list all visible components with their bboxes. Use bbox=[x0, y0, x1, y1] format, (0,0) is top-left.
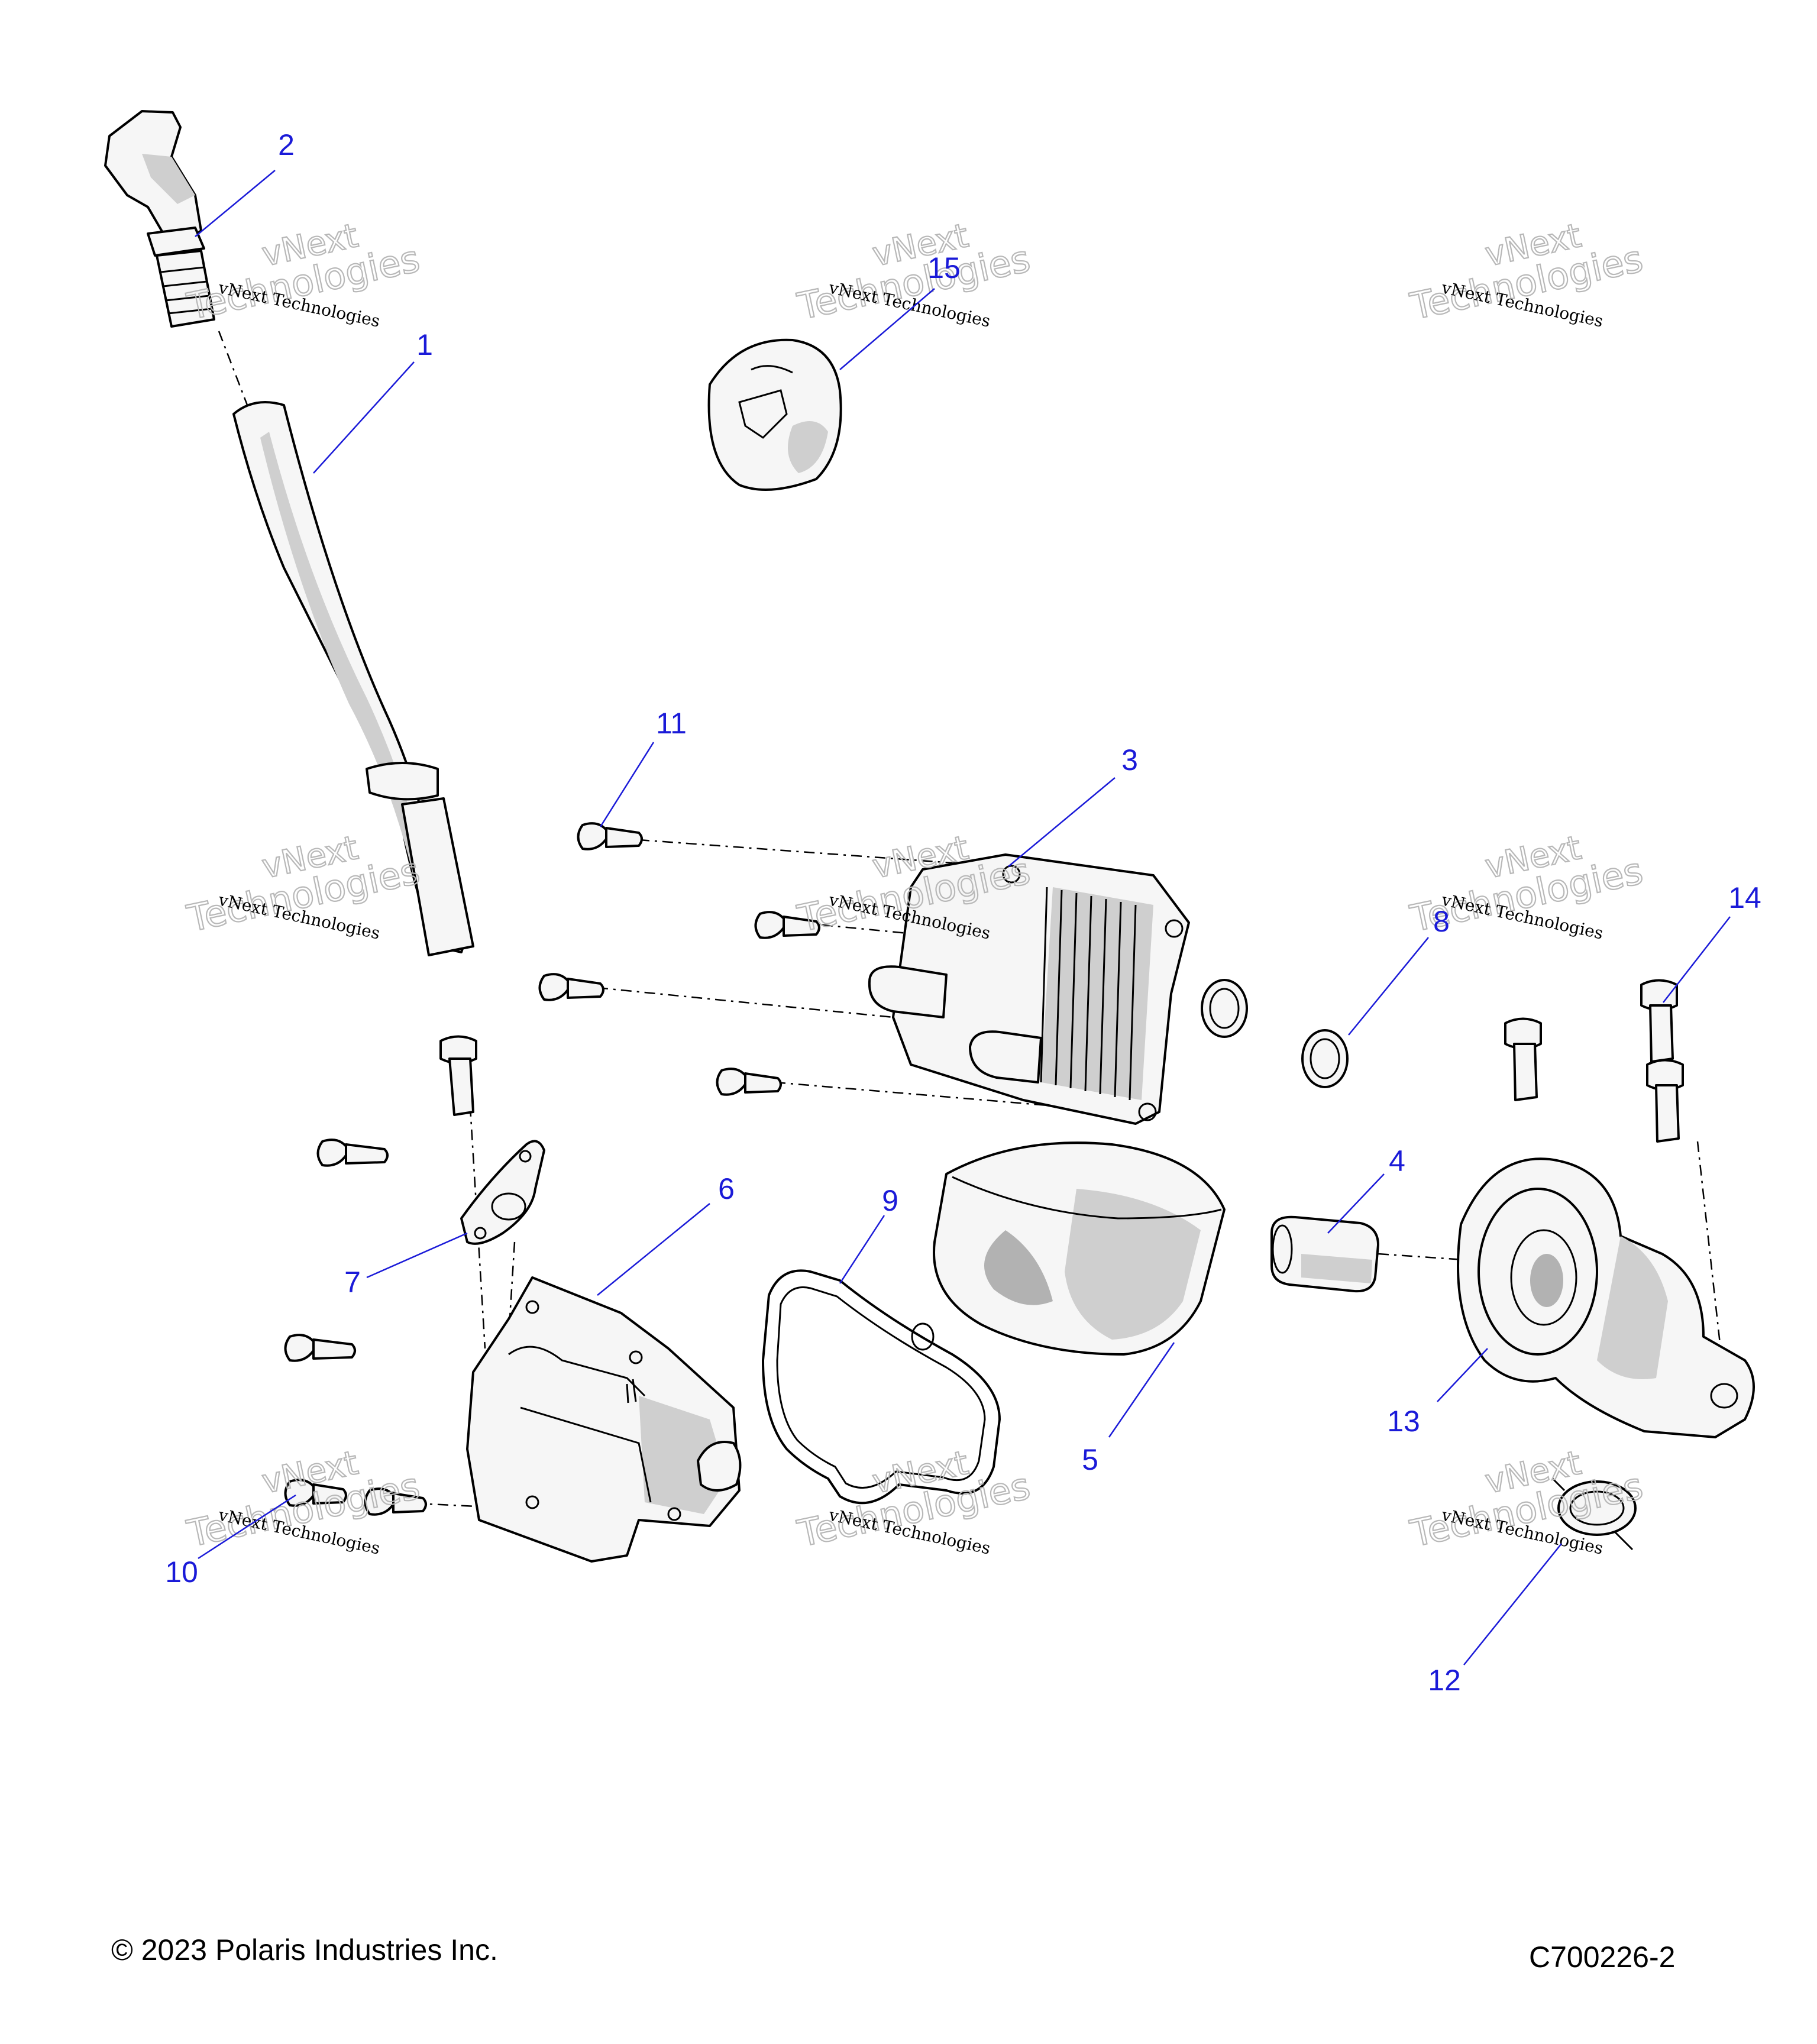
callout-11: 11 bbox=[599, 707, 687, 827]
figure-id: C700226-2 bbox=[1529, 1940, 1676, 1974]
svg-text:12: 12 bbox=[1428, 1664, 1461, 1697]
callout-2: 2 bbox=[195, 128, 295, 237]
callout-1: 1 bbox=[313, 328, 433, 474]
dipstick-handle-part bbox=[104, 110, 215, 328]
svg-text:14: 14 bbox=[1728, 881, 1761, 914]
svg-text:4: 4 bbox=[1389, 1144, 1405, 1178]
callout-10: 10 bbox=[165, 1494, 296, 1589]
watermark: vNext Technologies vNext Technologies bbox=[183, 1443, 424, 1558]
callout-8: 8 bbox=[1348, 905, 1450, 1036]
o-rings bbox=[1201, 979, 1349, 1088]
svg-text:7: 7 bbox=[344, 1266, 361, 1299]
dipstick-tube-part bbox=[232, 401, 474, 956]
cooler-bolt-a bbox=[754, 911, 820, 939]
housing-bolt-left-b bbox=[284, 1334, 356, 1362]
svg-text:11: 11 bbox=[656, 707, 687, 740]
watermark: vNext Technologies vNext Technologies bbox=[793, 216, 1034, 331]
cooler-bolt-b bbox=[538, 973, 604, 1001]
callout-14: 14 bbox=[1663, 881, 1761, 1003]
housing-bolts bbox=[284, 1035, 477, 1516]
watermark: vNext Technologies vNext Technologies bbox=[183, 216, 424, 331]
cooler-bolt-c bbox=[716, 1068, 782, 1096]
small-gasket-part bbox=[460, 1140, 545, 1245]
cooler-bolts bbox=[538, 822, 820, 1096]
housing-bolt-top bbox=[439, 1035, 477, 1116]
svg-text:15: 15 bbox=[927, 251, 961, 284]
svg-text:5: 5 bbox=[1082, 1443, 1098, 1476]
oil-fill-cap-part bbox=[707, 338, 842, 491]
svg-text:1: 1 bbox=[416, 328, 433, 361]
bracket-bolt-b bbox=[1646, 1059, 1684, 1143]
watermark: vNext Technologies vNext Technologies bbox=[1406, 216, 1647, 331]
svg-text:8: 8 bbox=[1433, 905, 1450, 938]
cover-gasket-part bbox=[762, 1269, 1001, 1505]
callout-5: 5 bbox=[1082, 1342, 1175, 1476]
svg-text:13: 13 bbox=[1387, 1405, 1420, 1438]
bolt-14 bbox=[1640, 979, 1678, 1063]
callout-9: 9 bbox=[839, 1184, 898, 1284]
copyright-notice: © 2023 Polaris Industries Inc. bbox=[111, 1933, 498, 1967]
watermarks: vNext Technologies vNext Technologies vN… bbox=[183, 216, 1647, 1558]
callout-13: 13 bbox=[1387, 1348, 1488, 1438]
watermark: vNext Technologies vNext Technologies bbox=[1406, 1443, 1647, 1558]
callout-12: 12 bbox=[1428, 1543, 1562, 1697]
bolt-11 bbox=[577, 822, 643, 850]
callout-15: 15 bbox=[839, 251, 961, 370]
watermark: vNext Technologies vNext Technologies bbox=[183, 828, 424, 943]
cover-housing-part bbox=[466, 1276, 742, 1563]
svg-text:9: 9 bbox=[882, 1184, 898, 1217]
hose-clamp-part bbox=[1551, 1477, 1637, 1551]
watermark: vNext Technologies vNext Technologies bbox=[793, 1443, 1034, 1558]
oil-cooler-part bbox=[868, 853, 1190, 1125]
housing-bolt-bottom bbox=[364, 1487, 427, 1516]
callout-7: 7 bbox=[344, 1232, 468, 1299]
svg-text:2: 2 bbox=[278, 128, 295, 161]
svg-text:3: 3 bbox=[1121, 743, 1138, 777]
bracket-bolts bbox=[1504, 979, 1684, 1143]
callout-4: 4 bbox=[1327, 1144, 1405, 1234]
center-tube-part bbox=[1270, 1215, 1379, 1293]
svg-text:10: 10 bbox=[165, 1555, 198, 1589]
bolt-10 bbox=[284, 1479, 347, 1507]
svg-text:6: 6 bbox=[718, 1172, 735, 1205]
bracket-bolt-a bbox=[1504, 1017, 1542, 1101]
callouts: 1 2 3 4 5 6 7 8 bbox=[165, 128, 1761, 1697]
callout-6: 6 bbox=[597, 1172, 735, 1296]
filter-adapter-part bbox=[1457, 1157, 1755, 1438]
callout-3: 3 bbox=[1008, 743, 1138, 867]
oil-filter-part bbox=[933, 1141, 1226, 1356]
housing-bolt-left-a bbox=[316, 1139, 389, 1167]
